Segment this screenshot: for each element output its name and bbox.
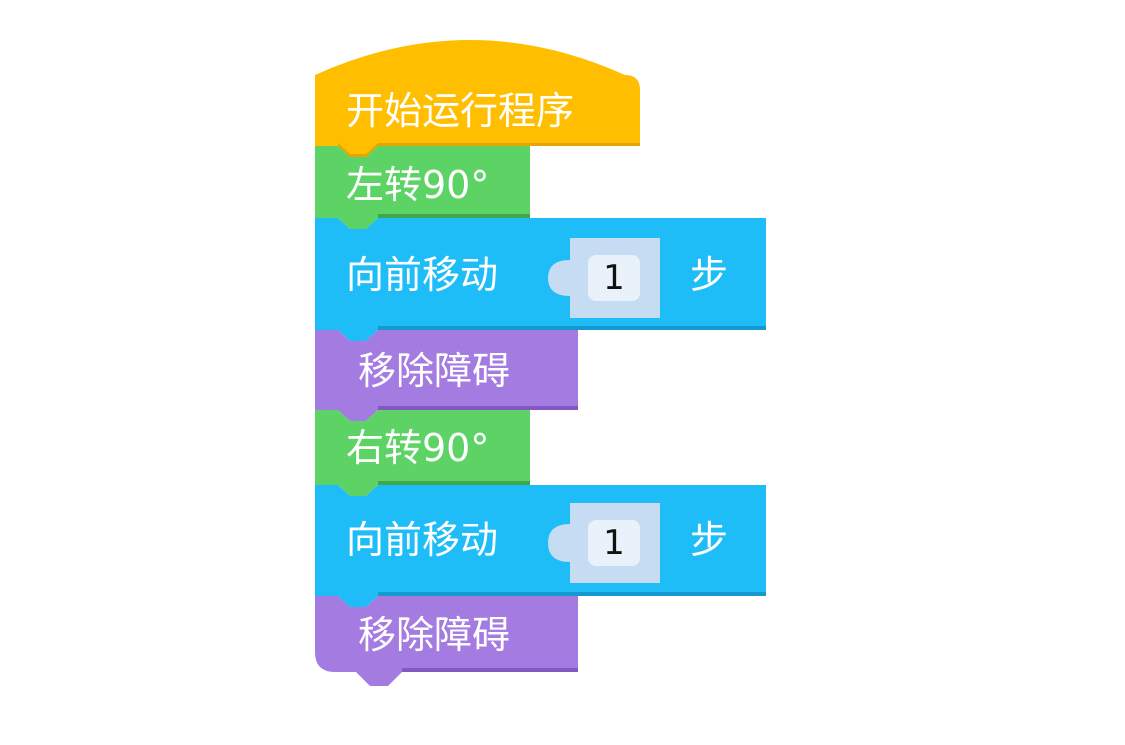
steps-input-slot-2[interactable] (548, 503, 660, 583)
turn-left-block[interactable] (315, 146, 530, 229)
remove-obstacle-block-shape (315, 330, 578, 421)
hat-block-label: 开始运行程序 (346, 89, 575, 133)
remove-obstacle-block-2-shape (315, 596, 578, 686)
move-forward-label: 向前移动 (346, 253, 499, 297)
steps-value-2[interactable]: 1 (603, 523, 625, 563)
hat-block-shadow (338, 143, 640, 157)
move-forward-block-shadow (378, 326, 766, 330)
steps-unit-label-2: 步 (690, 518, 729, 562)
move-forward-label-2: 向前移动 (346, 518, 499, 562)
steps-value[interactable]: 1 (603, 258, 625, 298)
move-forward-block-2[interactable] (315, 485, 766, 607)
turn-left-label: 左转90° (346, 163, 490, 207)
turn-right-label: 右转90° (346, 426, 490, 470)
steps-slot-field[interactable] (588, 255, 640, 301)
hat-block-shape (315, 40, 640, 157)
move-forward-block[interactable] (315, 218, 766, 341)
steps-input-slot[interactable] (548, 238, 660, 318)
turn-right-block-shadow (378, 481, 530, 485)
move-forward-block-2-shadow (378, 592, 766, 596)
turn-right-block[interactable] (315, 410, 530, 496)
remove-obstacle-block-2-shadow (402, 668, 578, 672)
remove-obstacle-label-2: 移除障碍 (358, 613, 511, 657)
turn-left-block-shadow (378, 214, 530, 218)
start-program-hat-block[interactable] (315, 40, 640, 157)
turn-right-block-shape (315, 410, 530, 496)
remove-obstacle-label: 移除障碍 (358, 349, 511, 393)
remove-obstacle-block-2[interactable] (315, 596, 578, 686)
steps-slot-2-field[interactable] (588, 520, 640, 566)
remove-obstacle-block-shadow (378, 406, 578, 410)
remove-obstacle-block[interactable] (315, 330, 578, 421)
steps-unit-label: 步 (690, 253, 729, 297)
turn-left-block-shape (315, 146, 530, 229)
